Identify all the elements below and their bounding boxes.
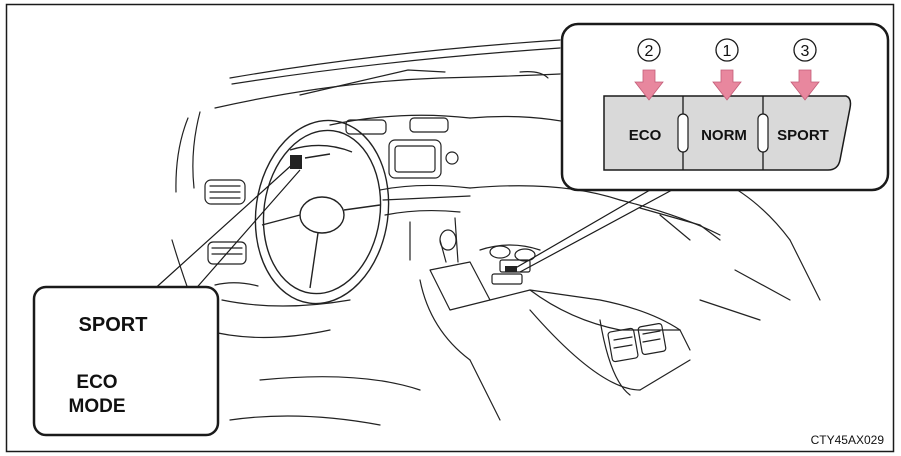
button-panel bbox=[603, 95, 852, 171]
press-arrow-icon bbox=[634, 69, 664, 101]
press-arrow-icon bbox=[712, 69, 742, 101]
figure-code: CTY45AX029 bbox=[811, 433, 885, 447]
switch-marker bbox=[505, 266, 517, 272]
button-label: ECO bbox=[629, 127, 662, 144]
number-circle-1 bbox=[715, 38, 739, 62]
sport-indicator-text: SPORT bbox=[79, 314, 148, 336]
drive-mode-callout: 2 ECO 1 NORM 3 SPORT bbox=[560, 22, 890, 192]
button-label: SPORT bbox=[777, 127, 829, 144]
leader-lines bbox=[149, 161, 673, 294]
sport-button[interactable]: 3 SPORT bbox=[777, 38, 829, 144]
steering-wheel bbox=[254, 119, 390, 305]
eco-indicator-line1: ECO bbox=[76, 372, 117, 393]
divider-pill-2 bbox=[757, 113, 769, 153]
indicator-callout: SPORT ECO MODE bbox=[32, 285, 220, 437]
eco-button[interactable]: 2 ECO bbox=[629, 38, 664, 144]
button-number: 3 bbox=[801, 43, 810, 60]
button-number: 1 bbox=[723, 43, 732, 60]
meter-indicator-marker bbox=[290, 155, 302, 169]
number-circle-2 bbox=[637, 38, 661, 62]
button-label: NORM bbox=[701, 127, 747, 144]
divider-pill-1 bbox=[677, 113, 689, 153]
number-circle-3 bbox=[793, 38, 817, 62]
figure-border bbox=[5, 3, 895, 453]
norm-button[interactable]: 1 NORM bbox=[701, 38, 747, 144]
indicator-box bbox=[32, 285, 220, 437]
button-number: 2 bbox=[645, 43, 654, 60]
eco-indicator-line2: MODE bbox=[69, 396, 126, 417]
press-arrow-icon bbox=[790, 69, 820, 101]
